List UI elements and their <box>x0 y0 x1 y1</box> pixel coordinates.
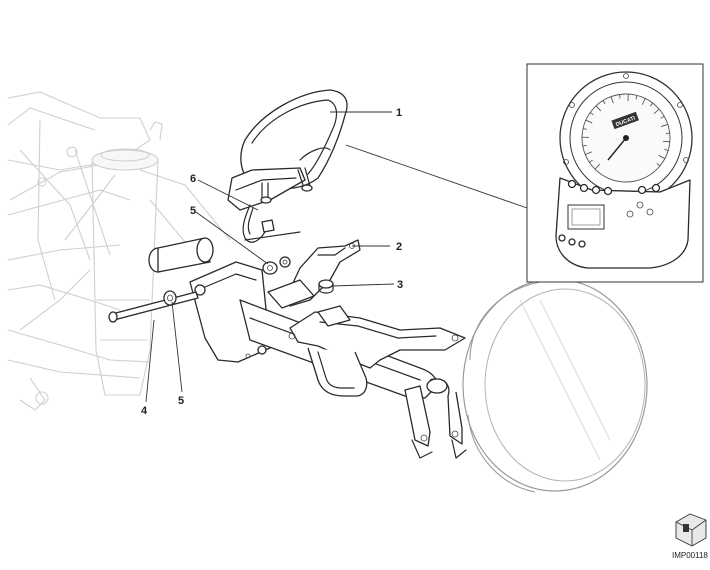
dial-tick <box>658 155 666 160</box>
book-reference-icon <box>675 513 707 547</box>
dial-tick <box>602 100 606 105</box>
dial-tick <box>656 163 661 167</box>
dial-tick <box>650 102 654 107</box>
dial-tick <box>662 140 670 143</box>
instrument-panel <box>227 89 348 211</box>
dial-tick <box>619 94 621 99</box>
dial-tick <box>661 124 668 127</box>
dial-tick <box>589 112 594 116</box>
dial-tick <box>585 151 592 155</box>
dial-tick <box>594 163 601 170</box>
callout-4: 4 <box>141 405 148 417</box>
dial-tick <box>660 115 665 119</box>
dial-tick <box>585 119 593 124</box>
callout-5-upper: 5 <box>190 205 196 217</box>
dial-tick <box>595 105 602 112</box>
callout-5-lower: 5 <box>178 395 184 407</box>
dial-tick <box>641 98 646 105</box>
dial-tick <box>635 95 638 100</box>
support-arm <box>148 237 467 459</box>
dial-tick <box>610 96 614 104</box>
dial-tick <box>582 144 587 147</box>
callout-6: 6 <box>190 173 196 185</box>
bolt-and-washer <box>108 290 199 323</box>
headlight <box>462 278 648 493</box>
callout-1: 1 <box>396 107 402 119</box>
callout-2: 2 <box>396 241 402 253</box>
dial-tick <box>582 128 588 130</box>
frame-ghost <box>7 91 231 411</box>
drawing-code: IMP00118 <box>672 551 708 560</box>
dial-tick <box>653 108 660 115</box>
dial-tick <box>664 148 669 151</box>
callout-leaders <box>145 111 395 403</box>
detail-inset: DUCATI <box>526 63 704 283</box>
grommet <box>318 279 334 294</box>
wiring <box>242 204 301 243</box>
nut-and-washer <box>262 256 291 275</box>
inset-leader <box>345 144 528 209</box>
callout-3: 3 <box>397 279 403 291</box>
dial-tick <box>589 159 593 163</box>
